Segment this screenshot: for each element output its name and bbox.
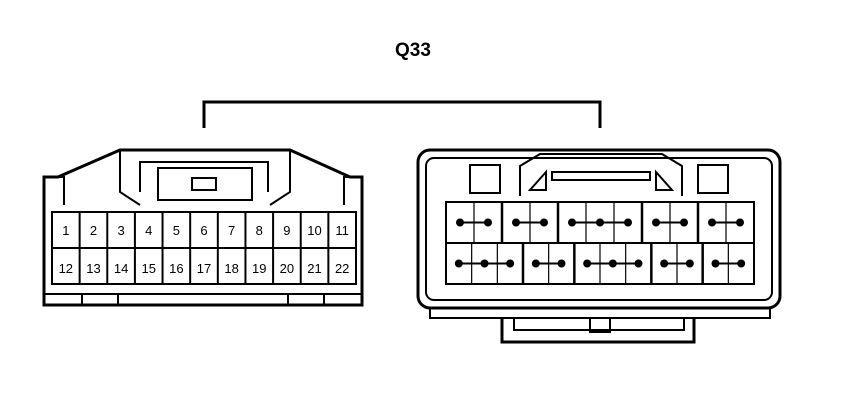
- terminal-dot: [512, 218, 520, 227]
- lock-housing: [519, 153, 683, 196]
- pin-number: 12: [59, 261, 73, 276]
- terminal-dot: [660, 259, 669, 268]
- pin-number: 18: [224, 261, 238, 276]
- left-connector: [42, 148, 364, 307]
- terminal-dot: [568, 218, 576, 227]
- lock-tab-inner: [157, 167, 253, 201]
- left-shoulder: [119, 150, 141, 206]
- right-connector-inner-wall: [425, 157, 773, 301]
- terminal-dot: [711, 259, 720, 268]
- terminal-dot: [557, 259, 566, 268]
- right-shoulder: [269, 150, 291, 206]
- right-connector-body: [416, 148, 782, 310]
- bottom-latch-key: [589, 317, 611, 333]
- terminal-dot: [634, 259, 643, 268]
- pin-number: 3: [117, 223, 124, 238]
- connector-label: Q33: [395, 40, 431, 61]
- pin-number: 9: [283, 223, 290, 238]
- left-window: [469, 164, 501, 194]
- terminal-dot: [608, 259, 617, 268]
- terminal-dot: [708, 218, 716, 227]
- bottom-latch: [500, 318, 696, 344]
- terminal-dot: [480, 259, 489, 268]
- pin-number: 21: [307, 261, 321, 276]
- terminal-dot: [652, 218, 660, 227]
- terminal-dot: [680, 218, 688, 227]
- pin-number: 13: [86, 261, 100, 276]
- lock-tab: [139, 161, 269, 192]
- lock-notch-right: [655, 169, 675, 191]
- right-ear: [343, 176, 362, 205]
- pin-number: 8: [256, 223, 263, 238]
- pin-number: 7: [228, 223, 235, 238]
- pin-number: 10: [307, 223, 321, 238]
- terminal-dot: [737, 259, 746, 268]
- pin-number: 15: [141, 261, 155, 276]
- pin-number: 5: [173, 223, 180, 238]
- pin-number: 22: [335, 261, 349, 276]
- bottom-latch-inner: [513, 318, 685, 331]
- pin-number: 17: [197, 261, 211, 276]
- terminal-dot: [531, 259, 540, 268]
- pin-number: 16: [169, 261, 183, 276]
- lock-bar: [551, 171, 651, 181]
- pin-number: 4: [145, 223, 152, 238]
- terminal-dot: [506, 259, 515, 268]
- terminal-dot: [624, 218, 632, 227]
- terminal-dot: [540, 218, 548, 227]
- pin-number: 11: [335, 223, 349, 238]
- bottom-feet: [81, 294, 325, 305]
- lock-latch: [191, 177, 217, 191]
- lock-notch-left: [527, 169, 547, 191]
- pin-number: 14: [114, 261, 128, 276]
- pin-number: 6: [200, 223, 207, 238]
- pin-number: 2: [90, 223, 97, 238]
- right-window: [697, 164, 729, 194]
- terminal-dot: [583, 259, 592, 268]
- terminal-dot: [685, 259, 694, 268]
- view-bracket: [202, 100, 602, 128]
- terminal-bridges: [454, 218, 746, 268]
- pin-number: 20: [280, 261, 294, 276]
- pin-number: 19: [252, 261, 266, 276]
- terminal-dot: [456, 218, 464, 227]
- pin-number: 1: [62, 223, 69, 238]
- terminal-dot: [484, 218, 492, 227]
- terminal-dot: [454, 259, 463, 268]
- right-connector: [416, 148, 782, 344]
- left-ear: [44, 176, 65, 205]
- terminal-dot: [596, 218, 604, 227]
- terminal-dot: [736, 218, 744, 227]
